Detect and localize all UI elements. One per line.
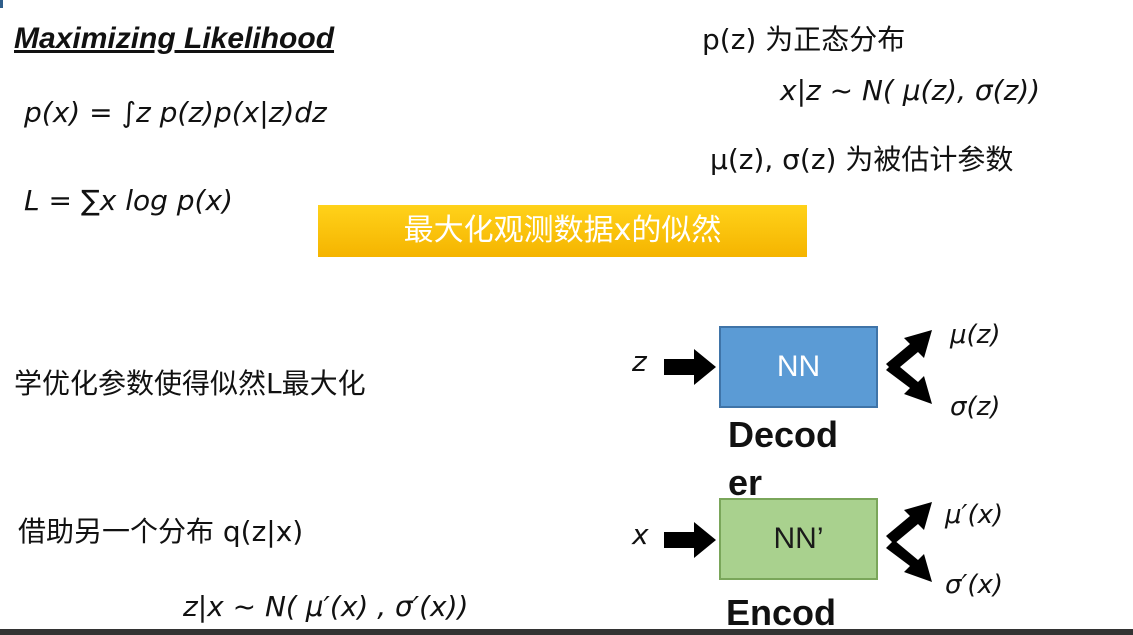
eq1-text: p(x) = ∫z p(z)p(x|z)dz <box>24 96 327 129</box>
encoder-input-arrow-icon <box>664 522 716 558</box>
objective-banner: 最大化观测数据x的似然 <box>318 205 807 257</box>
decoder-nn-box: NN <box>719 326 878 408</box>
conditional-dist-eq: x|z ~ N( μ(z), σ(z)) <box>780 74 1041 107</box>
bottom-divider <box>0 629 1133 635</box>
decoder-sigma-arrow-icon <box>886 362 932 404</box>
encoder-out-sigma: σ′(x) <box>945 570 1004 600</box>
decoder-input-z: z <box>632 345 647 378</box>
decoder-out-mu: μ(z) <box>950 320 1001 350</box>
encoder-sigma-arrow-icon <box>886 540 932 582</box>
decoder-input-arrow-icon <box>664 349 716 385</box>
corner-mark <box>0 0 3 8</box>
borrow-dist-text: 借助另一个分布 q(z|x) <box>18 515 304 548</box>
encoder-out-mu: μ′(x) <box>945 500 1004 530</box>
decoder-mu-arrow-icon <box>886 330 932 372</box>
marginal-likelihood-eq: p(x) = ∫z p(z)p(x|z)dz <box>24 96 327 129</box>
encoder-dist-eq: z|x ~ N( μ′(x) , σ′(x)) <box>183 590 469 623</box>
log-likelihood-eq: L = ∑x log p(x) <box>24 184 233 217</box>
decoder-out-sigma: σ(z) <box>950 392 1001 422</box>
encoder-nn-box: NN’ <box>719 498 878 580</box>
optimize-text: 学优化参数使得似然L最大化 <box>14 367 366 400</box>
encoder-mu-arrow-icon <box>886 502 932 544</box>
estimated-params-text: μ(z), σ(z) 为被估计参数 <box>710 143 1014 176</box>
decoder-label-1: Decod <box>728 414 839 455</box>
encoder-input-x: x <box>632 518 649 551</box>
decoder-label-2: er <box>728 462 763 503</box>
prior-normal-text: p(z) 为正态分布 <box>702 23 906 56</box>
slide-title: Maximizing Likelihood <box>14 22 335 55</box>
encoder-label: Encod <box>726 592 837 633</box>
